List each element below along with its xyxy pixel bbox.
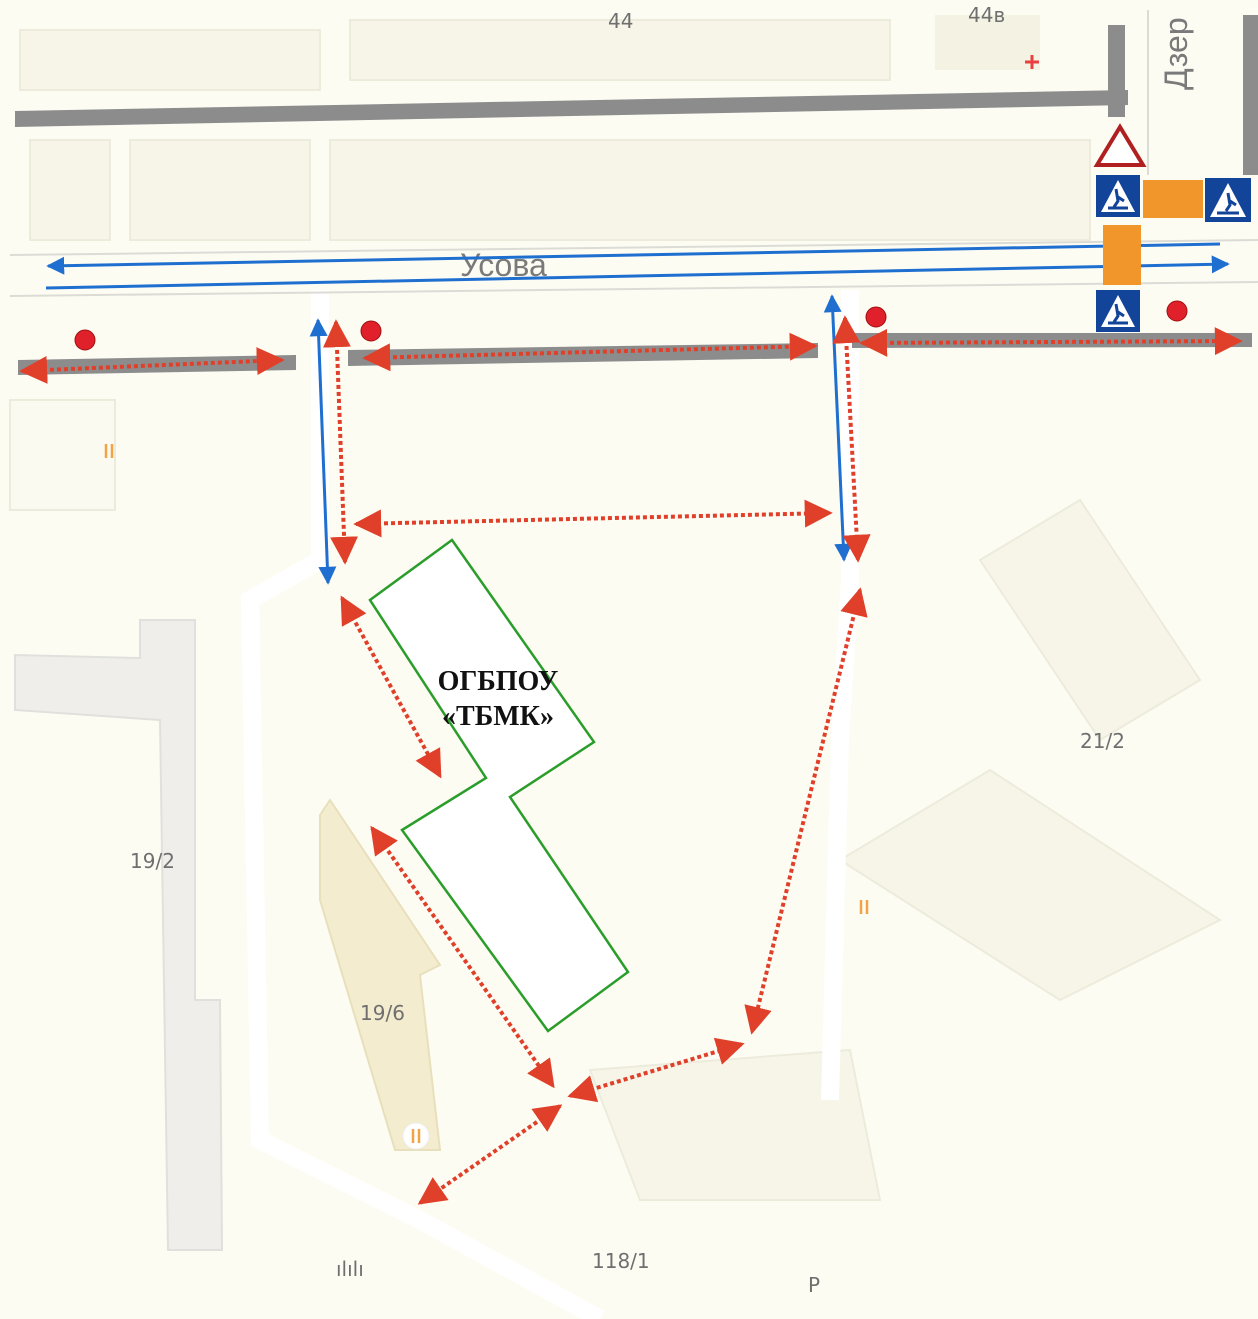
- label-19-2: 19/2: [130, 849, 175, 873]
- bus-stop-icon: [74, 329, 96, 351]
- bus-stops: [74, 300, 1188, 351]
- label-bars: ılılı: [336, 1257, 364, 1281]
- restaurant-icon: [859, 900, 869, 914]
- label-118-1: 118/1: [592, 1249, 650, 1273]
- yield-sign-icon: [1093, 123, 1147, 167]
- school-name-line1: ОГБПОУ: [438, 666, 559, 697]
- label-19-6: 19/6: [360, 1001, 405, 1025]
- school-building: [368, 538, 630, 1033]
- traffic-light-icon: [1103, 225, 1141, 285]
- street-name-dzer: Дзер: [1158, 17, 1194, 90]
- restaurant-icon: [402, 1122, 430, 1150]
- building-19-2: [14, 619, 224, 1251]
- restaurant-icon: [104, 444, 114, 458]
- crosswalk-sign-icon: [1205, 178, 1251, 222]
- bus-stop-icon: [865, 306, 887, 328]
- label-44: 44: [608, 9, 633, 33]
- bus-stop-icon: [1166, 300, 1188, 322]
- crosswalk-sign-icon: [1096, 290, 1140, 332]
- label-44v: 44в: [968, 3, 1005, 27]
- bus-stop-icon: [360, 320, 382, 342]
- traffic-line-eastbound: [45, 255, 1230, 290]
- school-name-line2: «ТБМК»: [442, 701, 554, 732]
- pharmacy-icon: [935, 15, 1040, 70]
- traffic-light-icon: [1143, 180, 1203, 218]
- crosswalk-sign-icon: [1096, 175, 1140, 217]
- pedestrian-routes: [19, 315, 1243, 1205]
- street-edges: [9, 10, 1258, 297]
- label-21-2: 21/2: [1080, 729, 1125, 753]
- label-parking: P: [808, 1273, 820, 1297]
- traffic-line-westbound: [46, 242, 1221, 275]
